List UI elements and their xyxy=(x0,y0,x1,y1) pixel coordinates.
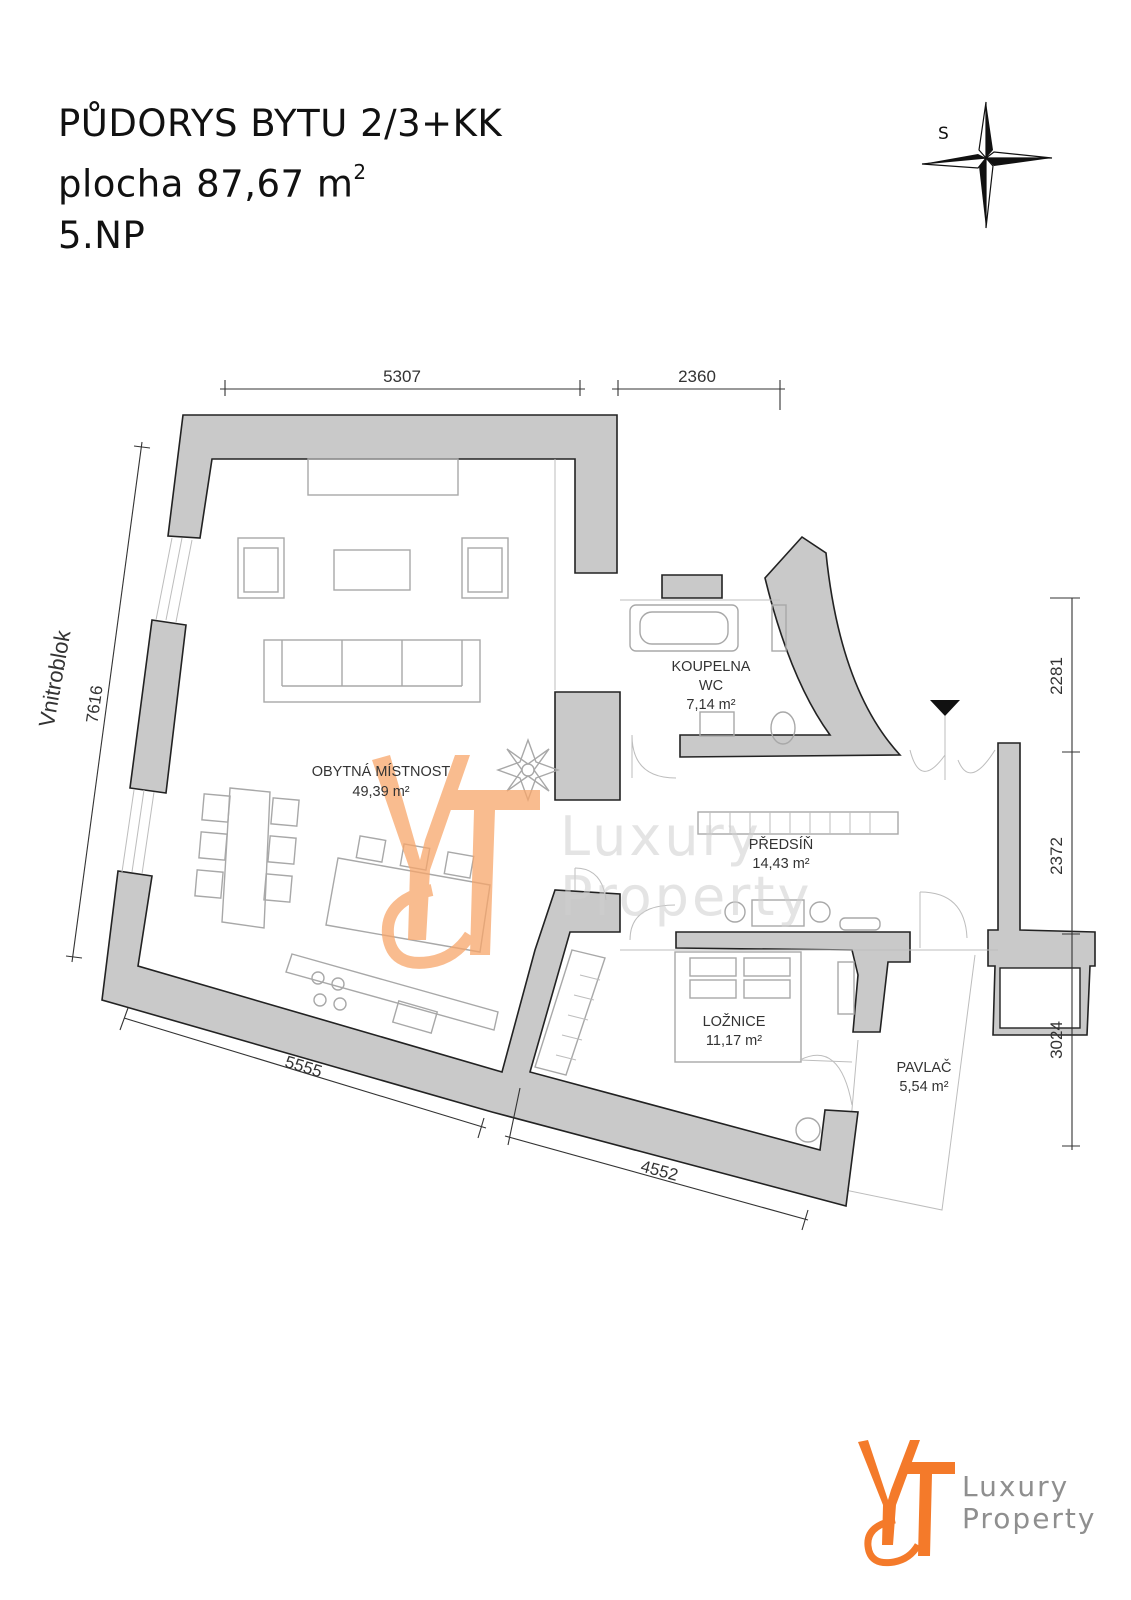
bath-north-wall xyxy=(661,574,723,599)
bedroom-furniture xyxy=(534,949,855,1143)
dim-top-left: 5307 xyxy=(383,367,421,386)
room-bath-area: 7,14 m² xyxy=(686,697,735,713)
dim-right-3: 3024 xyxy=(1047,1021,1066,1059)
watermark-line2: Property xyxy=(560,865,813,928)
room-living-area: 49,39 m² xyxy=(352,784,409,800)
watermark-line1: Luxury xyxy=(560,805,762,868)
title-floor: 5.NP xyxy=(58,214,146,258)
dim-left: 7616 xyxy=(83,684,107,724)
curved-wall xyxy=(679,535,902,758)
room-bath-name2: WC xyxy=(699,678,723,694)
entrance-arrow-icon xyxy=(930,700,960,716)
logo-line1: Luxury xyxy=(962,1470,1069,1503)
room-bedroom-name: LOŽNICE xyxy=(703,1013,766,1030)
title-apartment: PŮDORYS BYTU 2/3+KK xyxy=(58,102,503,145)
watermark-logo: Luxury Property xyxy=(372,755,813,969)
living-south-wall xyxy=(101,870,859,1208)
bedroom-wall xyxy=(675,931,911,1033)
window-west-1 xyxy=(155,537,193,623)
room-gallery-area: 5,54 m² xyxy=(899,1079,948,1095)
bath-partition xyxy=(554,691,621,801)
bath-fixtures xyxy=(620,599,796,779)
plan-title: PŮDORYS BYTU 2/3+KK plocha 87,67 m2 5.NP xyxy=(58,98,502,262)
east-pillar-void xyxy=(999,967,1081,1029)
title-area: plocha 87,67 m2 xyxy=(58,150,502,210)
dim-right-1: 2281 xyxy=(1047,657,1066,695)
dim-right-2: 2372 xyxy=(1047,837,1066,875)
living-west-wall xyxy=(129,619,187,794)
dimension-lines xyxy=(65,380,1080,1231)
room-bath-name: KOUPELNA xyxy=(672,659,751,675)
room-hall-name: PŘEDSÍŇ xyxy=(749,836,813,853)
title-area-sup: 2 xyxy=(353,160,367,184)
room-hall-area: 14,43 m² xyxy=(752,856,809,872)
logo-line2: Property xyxy=(962,1502,1096,1535)
window-west-2 xyxy=(121,789,155,875)
compass-icon: S xyxy=(921,101,1053,229)
room-living-name: OBYTNÁ MÍSTNOST xyxy=(312,763,451,780)
dim-top-right: 2360 xyxy=(678,367,716,386)
living-room-walls xyxy=(167,414,618,574)
room-bedroom-area: 11,17 m² xyxy=(706,1033,762,1049)
room-gallery-name: PAVLAČ xyxy=(896,1059,951,1076)
hall-fixtures xyxy=(620,749,998,951)
side-label-courtyard: Vnitroblok xyxy=(34,627,76,729)
compass-label: S xyxy=(938,124,949,144)
brand-logo: Luxury Property xyxy=(858,1440,1096,1567)
title-area-value: plocha 87,67 m xyxy=(58,162,354,206)
east-pillar xyxy=(987,742,1096,1036)
